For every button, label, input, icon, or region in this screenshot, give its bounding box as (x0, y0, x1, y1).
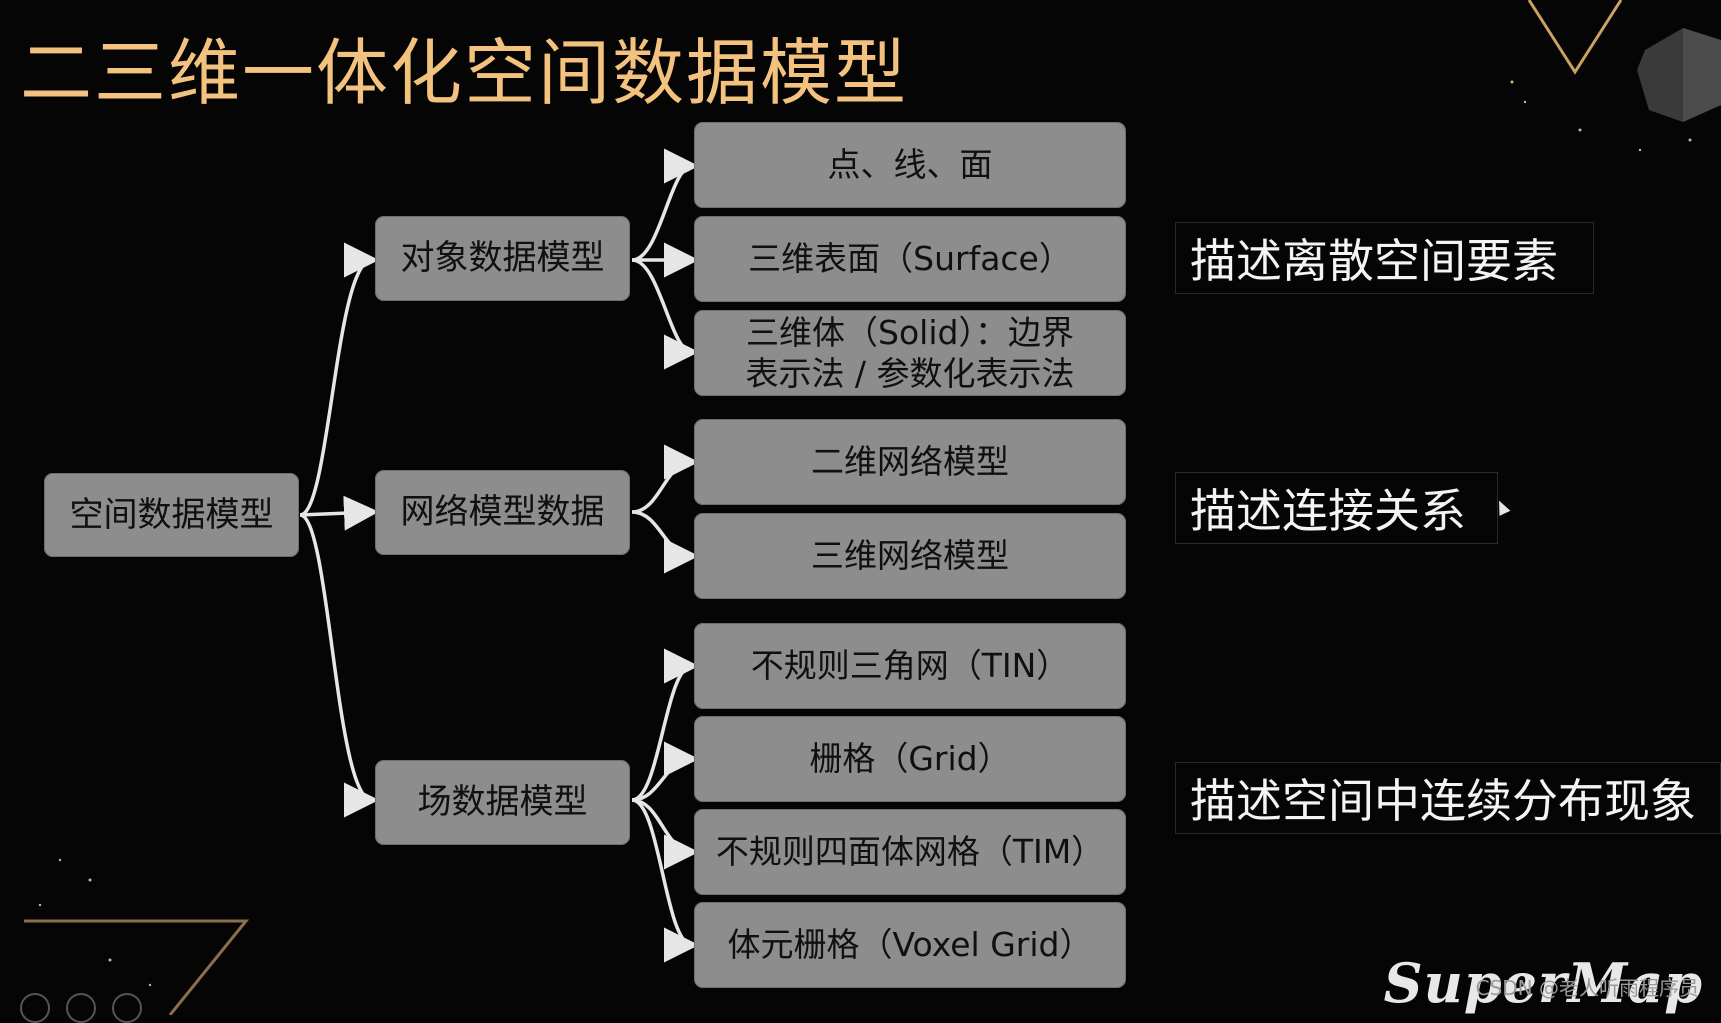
category-node-object: 对象数据模型 (375, 216, 630, 301)
leaf-node-solid-line1: 三维体（Solid）：边界 (746, 312, 1074, 352)
grid-view-icon[interactable] (20, 993, 50, 1023)
leaf-node-solid-line2: 表示法 / 参数化表示法 (745, 354, 1075, 393)
supermap-logo: SuperMap (1383, 951, 1703, 1015)
leaf-node-solid: 三维体（Solid）：边界 表示法 / 参数化表示法 (694, 310, 1126, 396)
leaf-node-point-line-polygon: 点、线、面 (694, 122, 1126, 208)
description-connectivity: 描述连接关系 (1175, 472, 1498, 544)
leaf-node-voxel-grid: 体元栅格（Voxel Grid） (694, 902, 1126, 988)
leaf-node-grid: 栅格（Grid） (694, 716, 1126, 802)
hexagon-decoration-icon (1637, 28, 1721, 122)
triangle-decoration-bottom-left (24, 919, 250, 1015)
search-icon[interactable] (66, 993, 96, 1023)
triangle-decoration-top-right (1527, 0, 1623, 75)
description-discrete: 描述离散空间要素 (1175, 222, 1594, 294)
leaf-node-surface: 三维表面（Surface） (694, 216, 1126, 302)
leaf-node-tim: 不规则四面体网格（TIM） (694, 809, 1126, 895)
description-continuous: 描述空间中连续分布现象 (1175, 762, 1721, 834)
leaf-node-2d-network: 二维网络模型 (694, 419, 1126, 505)
csdn-watermark: CSDN @老人听雨程序员 (1475, 976, 1699, 1000)
leaf-node-tin: 不规则三角网（TIN） (694, 623, 1126, 709)
category-node-field: 场数据模型 (375, 760, 630, 845)
root-node: 空间数据模型 (44, 473, 299, 557)
page-title: 二三维一体化空间数据模型 (20, 31, 909, 115)
category-node-network: 网络模型数据 (375, 470, 630, 555)
leaf-node-3d-network: 三维网络模型 (694, 513, 1126, 599)
more-icon[interactable] (112, 993, 142, 1023)
